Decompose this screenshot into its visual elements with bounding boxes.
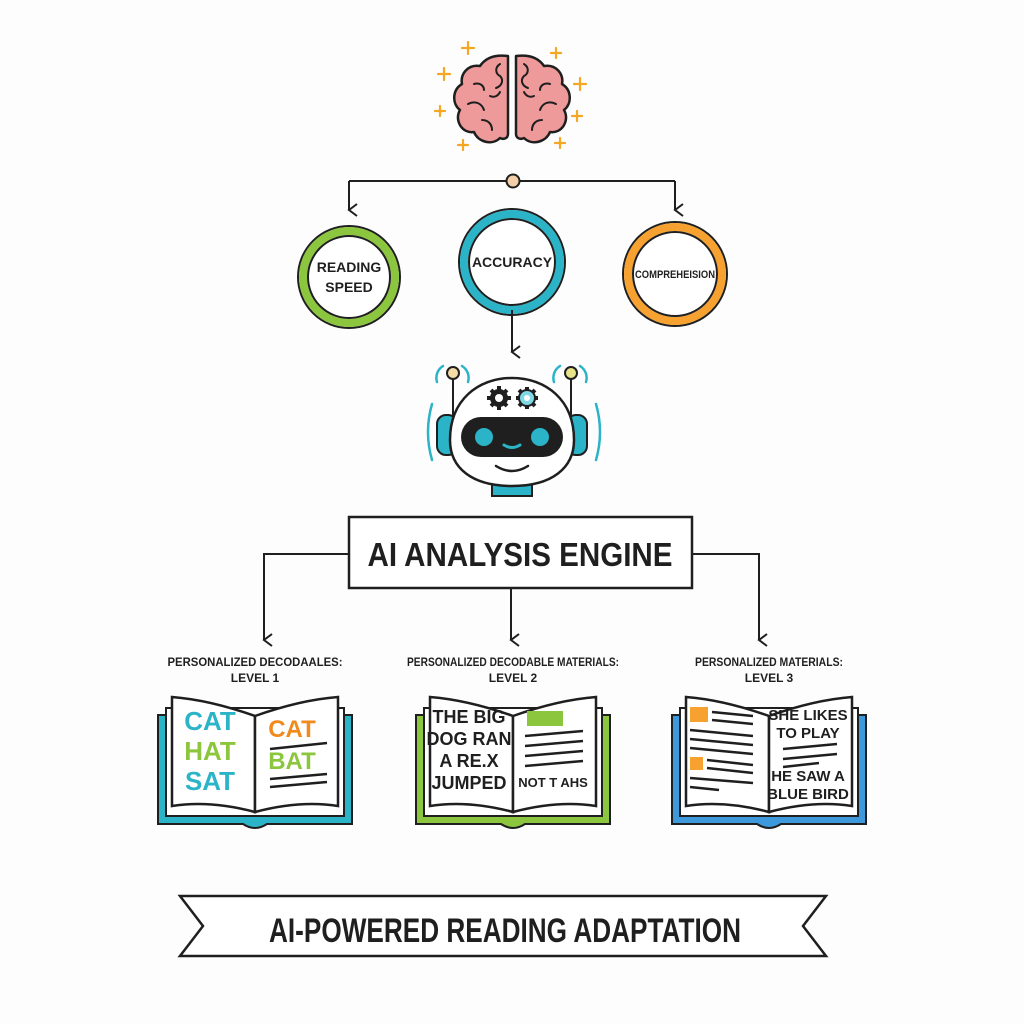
metric-ring [299,227,399,327]
metric-ring-outline [622,221,728,327]
book-image-block [527,711,563,726]
book-word: HE SAW A [771,768,845,785]
book-word: THE BIG [432,707,505,727]
book-word: SAT [185,766,235,796]
output-level-2: PERSONALIZED DECODABLE MATERIALS: LEVEL 2… [407,655,619,829]
output-level-label: LEVEL 2 [489,671,538,685]
book-word: JUMPED [431,773,506,793]
output-level-3: PERSONALIZED MATERIALS: LEVEL 3 SHE LIKEST… [671,655,867,829]
title-banner: AI-POWERED READING ADAPTATION [177,894,829,958]
book-image-block [690,757,703,770]
book-word: NOT T AHS [518,775,588,790]
engine-label: AI ANALYSIS ENGINE [368,536,673,573]
ai-analysis-engine-box: AI ANALYSIS ENGINE [347,515,694,590]
metric-label: ACCURACY [472,254,553,270]
junction-node [505,173,521,189]
metric-ring-inner [307,235,391,319]
book-word: DOG RAN [427,729,512,749]
book-word: CAT [184,706,236,736]
metric-ring-inner [632,231,718,317]
metric-ring [624,223,726,325]
book-word: BAT [268,748,316,775]
signal-wave-icons [426,364,602,462]
output-level-label: LEVEL 1 [231,671,280,685]
output-level-1: PERSONALIZED DECODAALES:LEVEL 1CATHATSAT… [157,655,353,829]
book-word: A RE.X [439,751,498,771]
brain-right-hemisphere [514,54,571,144]
book-image-block [690,707,708,722]
output-title: PERSONALIZED DECODAALES: [168,655,343,669]
metric-reading-speed: READING SPEED [297,225,401,329]
robot-icon [426,364,602,497]
book-word: TO PLAY [776,725,839,742]
output-title: PERSONALIZED DECODABLE MATERIALS: [407,655,619,669]
banner-title: AI-POWERED READING ADAPTATION [269,912,741,950]
metric-comprehension: COMPREHEISION [622,221,728,327]
book-right-page [767,695,854,814]
metric-ring-inner [468,218,556,306]
book-word: HAT [184,736,236,766]
gear-icon [487,386,511,410]
metric-ring-outline [297,225,401,329]
book-word: SHE LIKES [768,707,847,724]
output-title: PERSONALIZED MATERIALS: [695,655,843,669]
book-word: BLUE BIRD [767,786,849,803]
output-level-label: LEVEL 3 [745,671,794,685]
gear-icon [516,387,538,409]
metric-label: SPEED [325,279,372,295]
engine-connectors [262,553,768,647]
brain-icon [433,40,588,152]
metric-label: READING [317,259,382,275]
sparkle-icons [433,40,588,152]
metric-accuracy: ACCURACY [458,208,566,316]
book-word: CAT [268,716,316,743]
brain-left-hemisphere [453,54,510,144]
metric-label: COMPREHEISION [635,269,715,281]
